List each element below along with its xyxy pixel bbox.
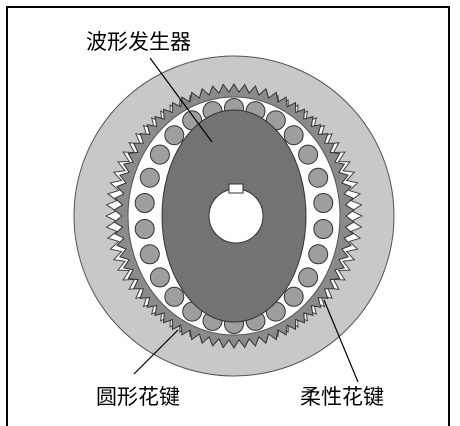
bearing-ball: [134, 219, 155, 239]
bearing-ball: [283, 125, 304, 146]
leader-line-circular-spline: [133, 329, 179, 375]
leader-line-wave-generator: [149, 57, 213, 143]
bearing-ball: [139, 167, 160, 188]
bearing-ball: [164, 286, 185, 307]
bearing-ball: [149, 144, 170, 165]
bearing-ball: [313, 193, 334, 213]
bearing-ball: [134, 193, 155, 213]
shaft-hole: [208, 188, 264, 244]
bearing-ball: [283, 286, 304, 307]
diagram-frame: [6, 6, 450, 426]
bearing-ball: [298, 144, 319, 165]
bearing-ball: [308, 167, 329, 188]
bearing-ball: [139, 244, 160, 265]
bearing-ball: [313, 219, 334, 239]
bearing-ball: [164, 125, 185, 146]
wave-generator-label: 波形发生器: [86, 30, 191, 54]
keyway: [228, 183, 244, 194]
circular-spline-label: 圆形花键: [96, 385, 180, 409]
leader-line-flexible-spline: [323, 299, 359, 383]
bearing-ball: [149, 267, 170, 288]
flexible-spline-label: 柔性花键: [300, 385, 384, 409]
bearing-ball: [308, 244, 329, 265]
bearing-ball: [298, 267, 319, 288]
